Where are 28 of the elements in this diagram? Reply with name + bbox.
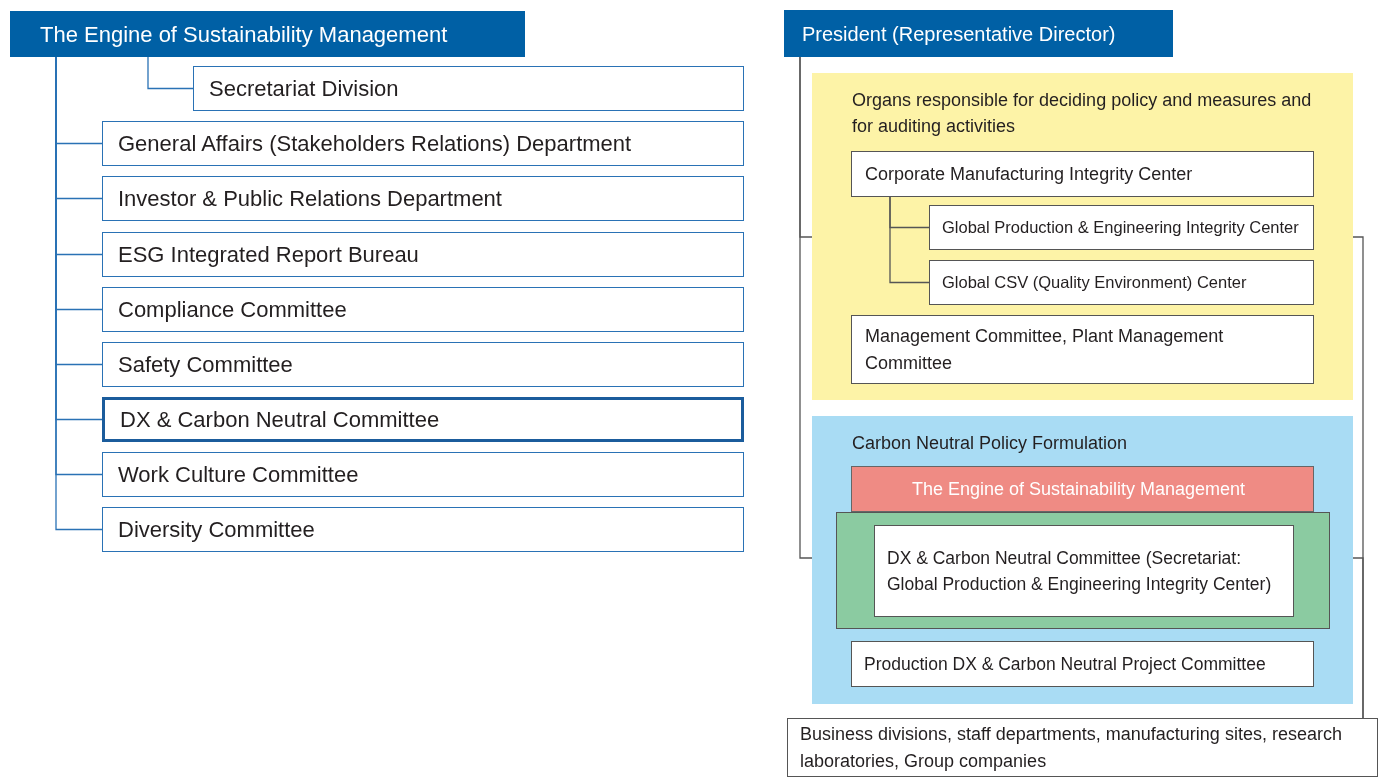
organization-box: DX & Carbon Neutral Committee (Secretariat: Global Production & Engineering Integrity Center) — [874, 525, 1294, 617]
organization-box: Corporate Manufacturing Integrity Center — [851, 151, 1314, 197]
department-box: Diversity Committee — [102, 507, 744, 552]
organization-box: Management Committee, Plant Management Committee — [851, 315, 1314, 384]
organization-box: Global CSV (Quality Environment) Center — [929, 260, 1314, 305]
department-box: Work Culture Committee — [102, 452, 744, 497]
group-heading: Organs responsible for deciding policy and measures and for auditing activities — [852, 89, 1313, 139]
department-box: Secretariat Division — [193, 66, 744, 111]
department-box: Safety Committee — [102, 342, 744, 387]
department-box: General Affairs (Stakeholders Relations) Department — [102, 121, 744, 166]
group-band — [812, 73, 1353, 400]
header-box: The Engine of Sustainability Management — [851, 466, 1314, 512]
department-box: Investor & Public Relations Department — [102, 176, 744, 221]
organization-box: Business divisions, staff departments, manufacturing sites, research laboratories, Group companies — [787, 718, 1378, 777]
connector-line — [889, 196, 930, 284]
empty-box — [836, 512, 1330, 629]
group-heading: Carbon Neutral Policy Formulation — [852, 432, 1129, 455]
connector-line — [147, 56, 194, 90]
header-box: The Engine of Sustainability Management — [10, 11, 525, 57]
connector-line — [799, 56, 813, 559]
highlighted-committee-box: DX & Carbon Neutral Committee — [102, 397, 744, 442]
header-box: President (Representative Director) — [784, 10, 1173, 57]
organization-box: Production DX & Carbon Neutral Project Committee — [851, 641, 1314, 687]
organization-box: Global Production & Engineering Integrity Center — [929, 205, 1314, 250]
connector-line — [1352, 557, 1364, 719]
department-box: ESG Integrated Report Bureau — [102, 232, 744, 277]
department-box: Compliance Committee — [102, 287, 744, 332]
group-band — [812, 416, 1353, 704]
